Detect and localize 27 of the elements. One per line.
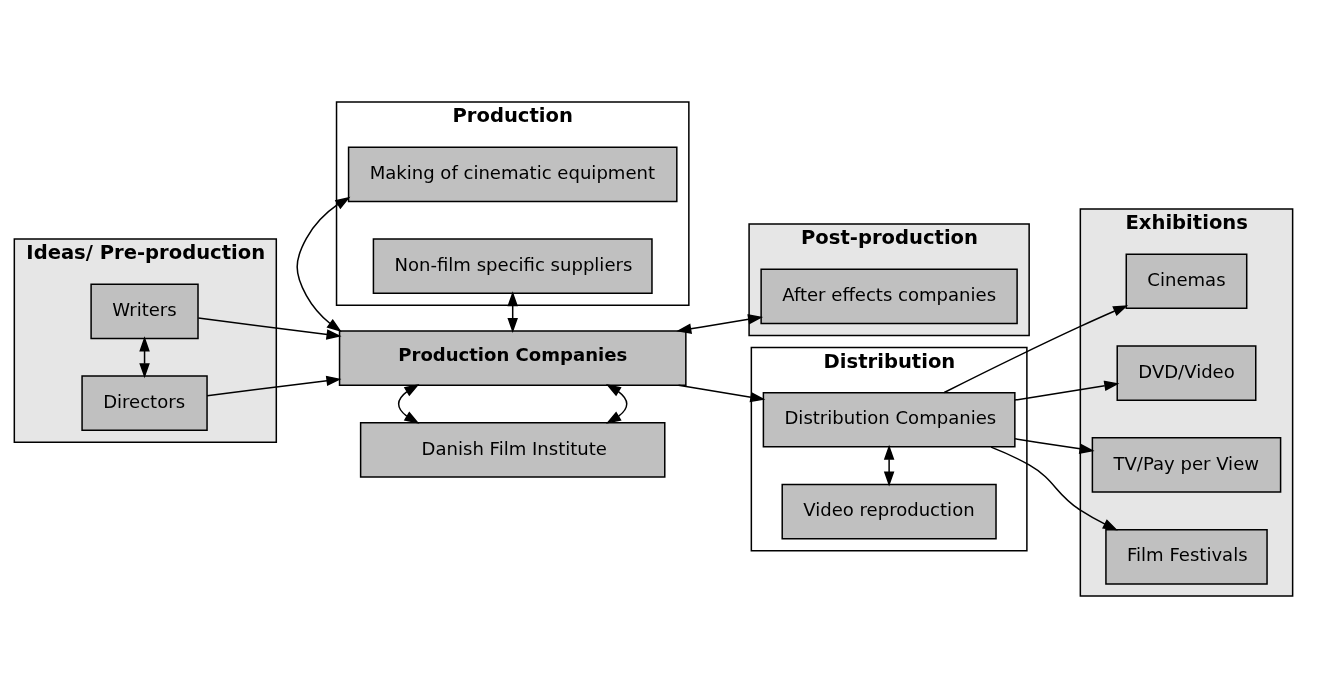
node-box: Video reproduction bbox=[781, 483, 997, 539]
node-box: Production Companies bbox=[338, 329, 687, 386]
arrow bbox=[943, 304, 1129, 393]
arrow bbox=[677, 383, 766, 402]
node-box: DVD/Video bbox=[1116, 344, 1257, 401]
node-box: Danish Film Institute bbox=[359, 421, 666, 478]
node-box: TV/Pay per View bbox=[1091, 436, 1282, 493]
arrow bbox=[507, 290, 518, 333]
arrow bbox=[990, 445, 1118, 531]
arrow bbox=[676, 313, 764, 334]
arrow bbox=[1014, 437, 1095, 454]
arrow bbox=[197, 316, 342, 340]
node-box: Distribution Companies bbox=[762, 391, 1016, 448]
node-box: Non-film specific suppliers bbox=[372, 237, 653, 294]
node-box: Writers bbox=[90, 283, 199, 339]
node-box: Cinemas bbox=[1125, 252, 1248, 309]
arrow bbox=[605, 383, 628, 424]
node-box: Making of cinematic equipment bbox=[347, 146, 678, 202]
arrow bbox=[296, 196, 351, 332]
node-box: After effects companies bbox=[760, 267, 1018, 324]
node-box: Directors bbox=[81, 374, 208, 431]
arrow bbox=[397, 383, 420, 424]
node-box: Film Festivals bbox=[1105, 528, 1268, 585]
arrow bbox=[139, 335, 150, 378]
arrow bbox=[206, 375, 342, 396]
arrow bbox=[1014, 380, 1120, 401]
arrow bbox=[883, 444, 895, 487]
